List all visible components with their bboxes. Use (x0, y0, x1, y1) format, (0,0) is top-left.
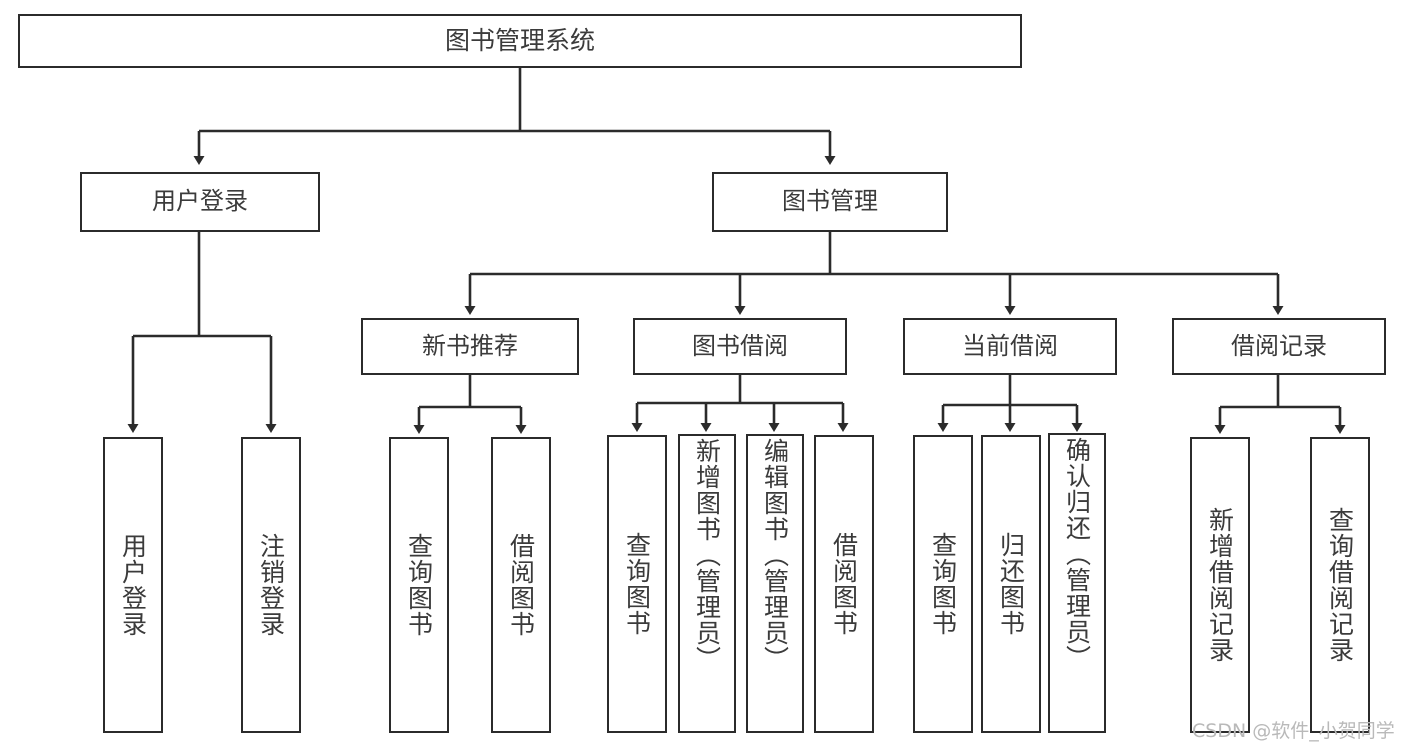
node-root[interactable]: 图书管理系统 (18, 14, 1022, 68)
node-leaf-return-book[interactable]: 归还图书 (981, 435, 1041, 733)
node-leaf-query-book-1[interactable]: 查询图书 (389, 437, 449, 733)
node-leaf-query-book-2[interactable]: 查询图书 (607, 435, 667, 733)
node-user-login[interactable]: 用户登录 (80, 172, 320, 232)
node-leaf-edit-book[interactable]: 编辑图书（管理员） (746, 434, 804, 733)
node-leaf-logout-login[interactable]: 注销登录 (241, 437, 301, 733)
node-new-book-recommend[interactable]: 新书推荐 (361, 318, 579, 375)
node-book-borrow[interactable]: 图书借阅 (633, 318, 847, 375)
node-leaf-add-book[interactable]: 新增图书（管理员） (678, 434, 736, 733)
watermark-text: CSDN @软件_小贺同学 (1192, 720, 1395, 742)
node-current-borrow[interactable]: 当前借阅 (903, 318, 1117, 375)
node-leaf-borrow-book-1[interactable]: 借阅图书 (491, 437, 551, 733)
node-leaf-confirm-return[interactable]: 确认归还（管理员） (1048, 433, 1106, 733)
node-leaf-query-book-3[interactable]: 查询图书 (913, 435, 973, 733)
node-leaf-user-login[interactable]: 用户登录 (103, 437, 163, 733)
node-book-manage[interactable]: 图书管理 (712, 172, 948, 232)
node-leaf-add-record[interactable]: 新增借阅记录 (1190, 437, 1250, 733)
node-leaf-borrow-book-2[interactable]: 借阅图书 (814, 435, 874, 733)
node-borrow-record[interactable]: 借阅记录 (1172, 318, 1386, 375)
node-leaf-query-record[interactable]: 查询借阅记录 (1310, 437, 1370, 733)
